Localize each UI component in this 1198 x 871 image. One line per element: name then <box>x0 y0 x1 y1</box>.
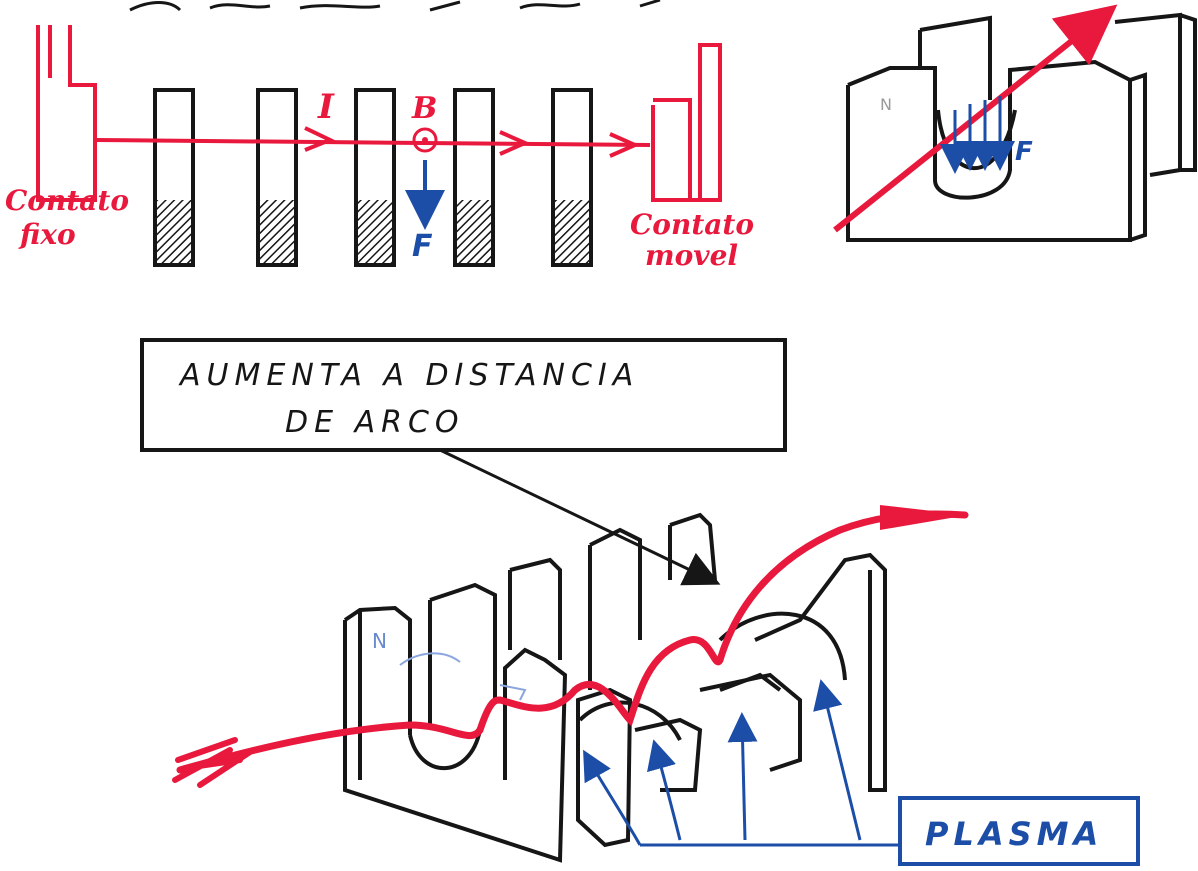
iso-force-arrows <box>940 96 1015 174</box>
plasma-label: PLASMA <box>925 815 1103 853</box>
moving-contact-label-line2: movel <box>645 239 738 272</box>
plasma-arrows <box>583 679 898 847</box>
plasma-label-box: PLASMA <box>898 796 1140 866</box>
arc-tail-strands <box>172 737 253 788</box>
fixed-contact <box>36 25 97 202</box>
moving-contact-label-line1: Contato <box>630 208 754 241</box>
moving-contact <box>651 43 722 202</box>
bottom-pole-label: N <box>372 629 387 653</box>
fixed-contact-label-line1: Contato <box>5 184 129 217</box>
callout-line2: DE ARCO <box>285 405 465 440</box>
callout-line1: AUMENTA A DISTANCIA <box>178 358 639 393</box>
arc-current-line <box>94 138 651 147</box>
linear-arc-chute: I B F Contato fixo Contato movel <box>5 25 754 272</box>
magnetic-field-out-symbol <box>412 127 438 153</box>
iso-force-label: F <box>1015 137 1038 167</box>
field-label: B <box>411 91 437 126</box>
force-label: F <box>412 229 438 264</box>
arc-head-arrow <box>880 505 968 530</box>
arc-chute-stack <box>343 512 887 863</box>
fixed-contact-label-line2: fixo <box>18 218 76 251</box>
iso-pole-label: N <box>880 95 892 114</box>
current-label: I <box>317 87 335 127</box>
callout-pointer <box>439 448 721 586</box>
arc-path <box>176 510 969 774</box>
isometric-u-plate <box>846 12 1197 242</box>
top-cropped-scribble <box>129 0 661 12</box>
callout-box: AUMENTA A DISTANCIA DE ARCO <box>140 338 787 586</box>
splitter-plates <box>153 88 593 267</box>
flux-scribble <box>399 652 527 701</box>
